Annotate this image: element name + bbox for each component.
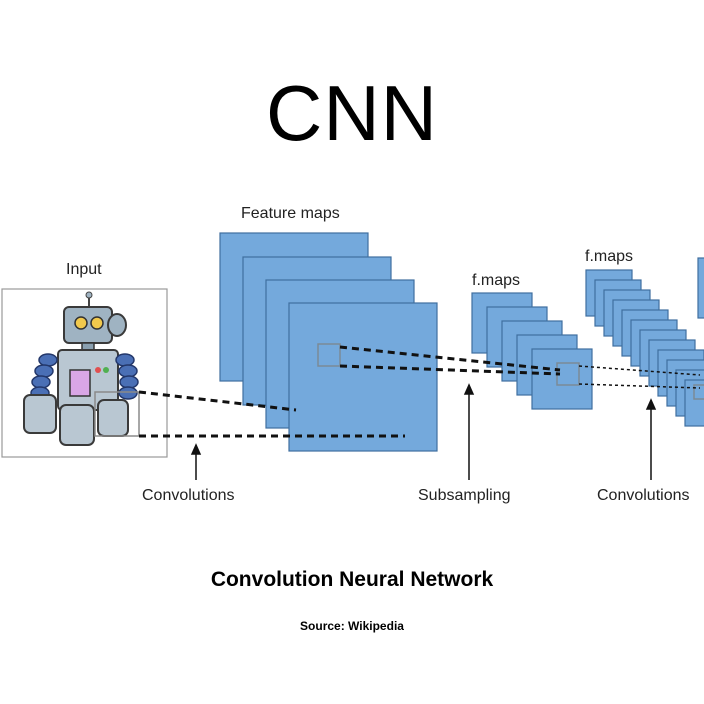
connection-lines [138,345,701,438]
convolutions-label-2: Convolutions [597,487,690,504]
source-credit: Source: Wikipedia [300,619,404,633]
feature-map-4 [288,302,438,452]
fmaps-label-2: f.maps [585,248,634,265]
diagram-caption: Convolution Neural Network [210,568,494,591]
fmaps-label-1: f.maps [472,272,521,289]
fmaps-stack-1 [471,292,593,410]
diagram-title: CNN [266,69,438,157]
feature-maps-label: Feature maps [241,205,340,222]
robot-illustration [23,291,140,446]
input-image [1,288,168,458]
feature-maps-stack [219,232,438,452]
input-label: Input [66,261,102,278]
subsampling-label: Subsampling [418,487,511,504]
convolutions-label-1: Convolutions [142,487,235,504]
arrows [190,383,657,480]
fmaps-stack-2 [585,269,704,427]
